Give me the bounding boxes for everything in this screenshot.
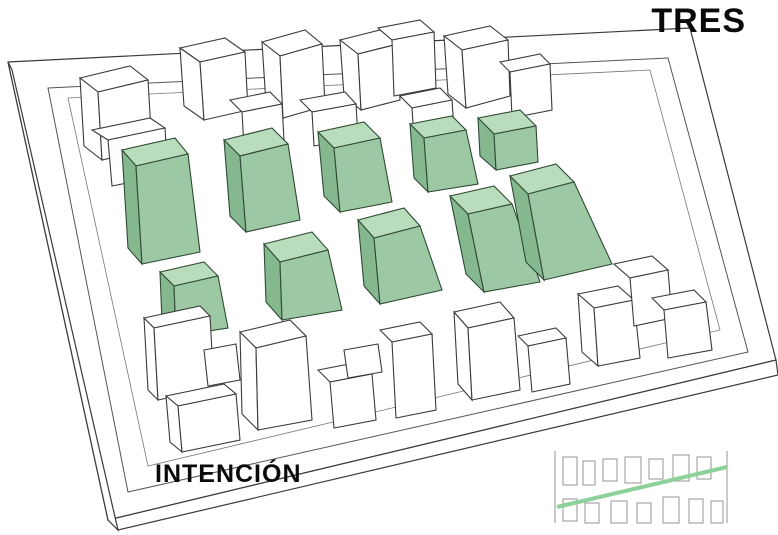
green-volume-2	[222, 127, 301, 234]
caption-label: INTENCIÓN	[155, 460, 302, 488]
green-volume-3	[316, 121, 393, 214]
title-label: TRES	[651, 2, 746, 40]
green-volume-8	[356, 207, 443, 306]
green-volume-4	[408, 115, 479, 194]
green-volume-9	[448, 185, 541, 294]
plan-thumbnail	[554, 451, 728, 524]
context-buildings-front	[142, 255, 713, 454]
highlighted-volumes	[120, 109, 613, 338]
green-volume-5	[476, 109, 539, 172]
plan-green-axis	[556, 465, 728, 509]
green-volume-7	[262, 231, 343, 322]
green-volume-10	[508, 163, 613, 282]
context-buildings-back	[78, 19, 553, 187]
green-volume-1	[120, 137, 201, 266]
